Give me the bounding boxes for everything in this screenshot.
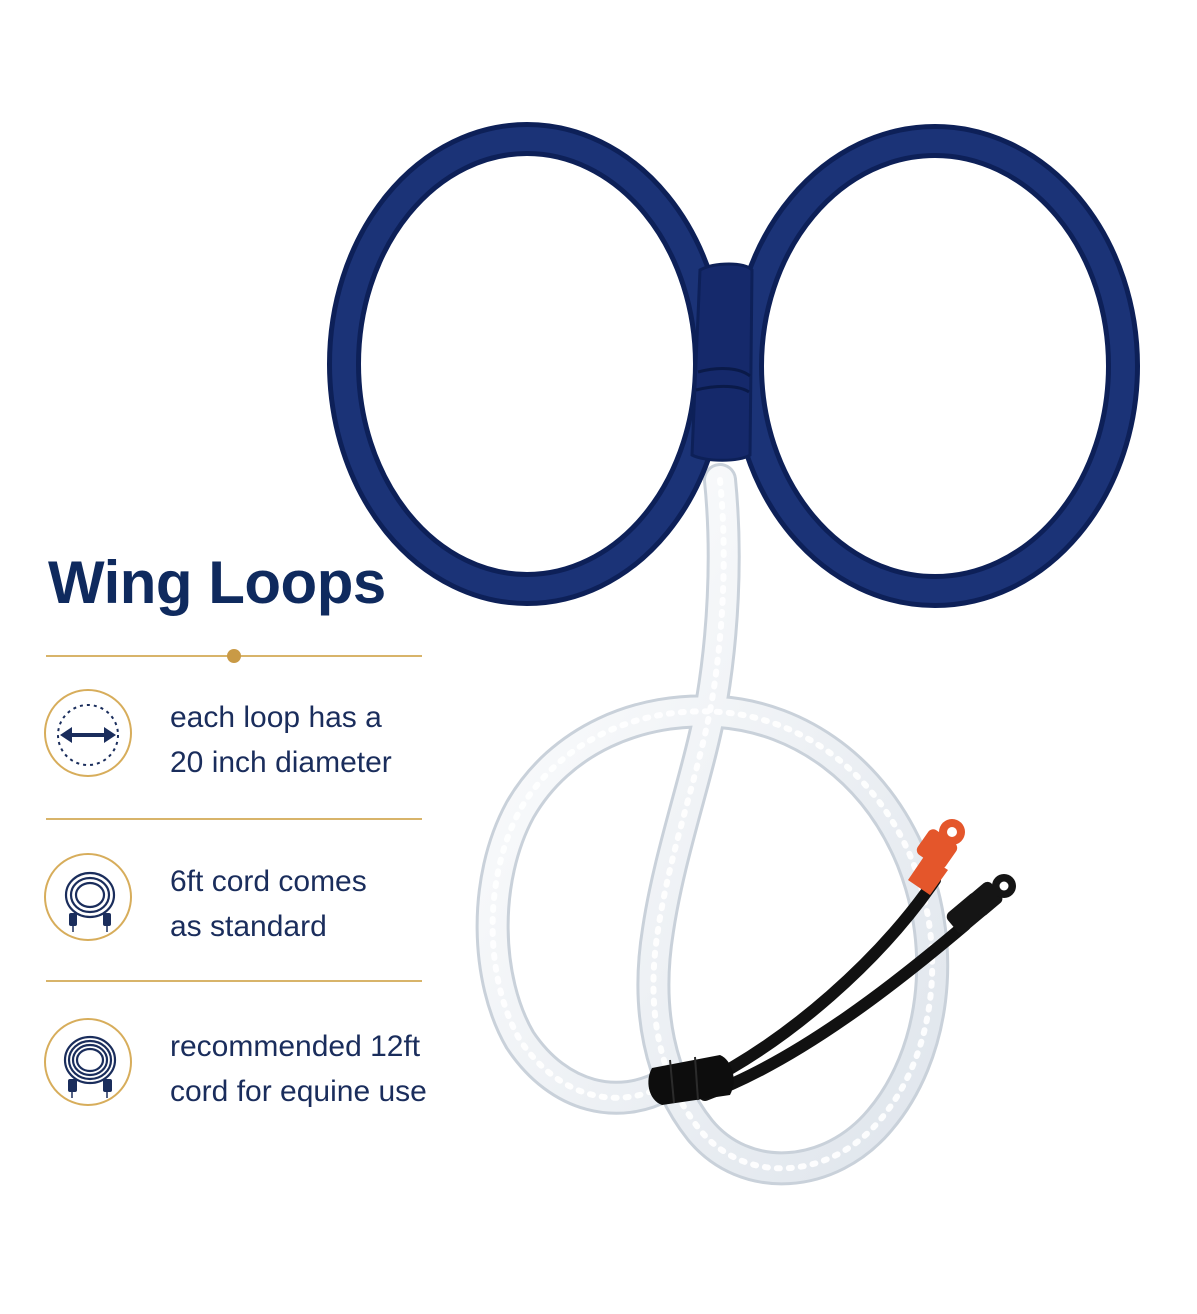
black-connector <box>946 874 1016 934</box>
feature-recommended-cord: recommended 12ft cord for equine use <box>44 1018 464 1128</box>
feature-standard-cord-line1: 6ft cord comes <box>170 865 367 898</box>
cable-boot <box>648 1055 734 1105</box>
white-cable <box>475 463 950 1186</box>
feature-recommended-cord-text: recommended 12ft cord for equine use <box>170 1024 427 1114</box>
electrode-leads <box>694 874 971 1101</box>
feature-diameter-line2: 20 inch diameter <box>170 746 392 779</box>
page-title: Wing Loops <box>48 549 386 616</box>
feature-diameter: each loop has a 20 inch diameter <box>44 689 464 799</box>
feature-standard-cord: 6ft cord comes as standard <box>44 853 464 963</box>
coiled-cord-icon <box>44 853 132 941</box>
coiled-cord-long-icon <box>44 1018 132 1106</box>
feature-recommended-cord-line1: recommended 12ft <box>170 1030 421 1063</box>
feature-recommended-cord-line2: cord for equine use <box>170 1075 427 1108</box>
diameter-icon <box>44 689 132 777</box>
feature-diameter-line1: each loop has a <box>170 701 382 734</box>
feature-divider-1 <box>46 818 422 820</box>
divider-dot <box>227 649 241 663</box>
feature-standard-cord-line2: as standard <box>170 910 327 943</box>
feature-standard-cord-text: 6ft cord comes as standard <box>170 859 367 949</box>
navy-loops <box>327 122 1140 608</box>
feature-divider-2 <box>46 980 422 982</box>
feature-diameter-text: each loop has a 20 inch diameter <box>170 695 392 785</box>
red-connector <box>908 819 965 895</box>
